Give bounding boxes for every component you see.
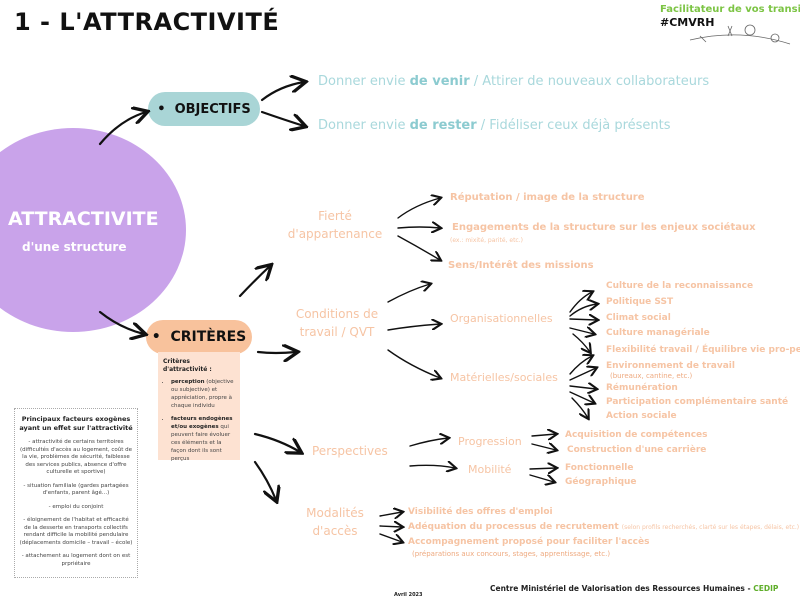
mobilite-item: Géographique bbox=[565, 477, 637, 487]
criteres-box-item: perception (objective ou subjective) et … bbox=[171, 378, 235, 410]
arrow bbox=[569, 319, 597, 320]
exogenes-item: - emploi du conjoint bbox=[48, 503, 104, 510]
conditions-item: Politique SST bbox=[606, 297, 674, 307]
perspectives-label: Perspectives bbox=[312, 444, 388, 458]
criteres-pill: • CRITÈRES bbox=[146, 320, 252, 354]
arrow bbox=[571, 397, 588, 418]
objectif-venir: Donner envie de venir / Attirer de nouve… bbox=[318, 74, 710, 89]
exogenes-item: - attachement au logement dont on est pr… bbox=[21, 553, 131, 567]
arrow bbox=[569, 356, 592, 375]
conditions-item: Flexibilité travail / Équilibre vie pro-… bbox=[606, 345, 800, 355]
materielles-label: Matérielles/sociales bbox=[450, 371, 558, 384]
footer-org: Centre Ministériel de Valorisation des R… bbox=[490, 584, 779, 593]
conditions-item: Action sociale bbox=[606, 411, 677, 421]
conditions-label: Conditions de travail / QVT bbox=[295, 307, 379, 339]
fierte-note: (ex.: mixité, parité, etc.) bbox=[450, 237, 523, 244]
arrow bbox=[397, 227, 440, 228]
fierte-item: Engagements de la structure sur les enje… bbox=[452, 222, 756, 233]
progression-item: Construction d'une carrière bbox=[567, 445, 707, 455]
arrow bbox=[569, 391, 594, 403]
arrow bbox=[569, 292, 592, 313]
arrow bbox=[253, 460, 276, 500]
objectifs-label: OBJECTIFS bbox=[174, 101, 251, 117]
arrow bbox=[379, 512, 402, 516]
arrow bbox=[529, 468, 556, 469]
arrow bbox=[409, 438, 448, 447]
arrow bbox=[238, 266, 270, 298]
arrow bbox=[387, 324, 440, 331]
brand-hashtag: #CMVRH bbox=[660, 16, 714, 29]
arrow bbox=[531, 444, 556, 450]
mobilite-item: Fonctionnelle bbox=[565, 463, 634, 473]
arrow bbox=[260, 82, 304, 102]
organisationnelles-label: Organisationnelles bbox=[450, 312, 553, 325]
objectifs-pill: • OBJECTIFS bbox=[148, 92, 260, 126]
arrow bbox=[260, 110, 304, 126]
center-subtitle: d'une structure bbox=[22, 240, 127, 254]
arrow bbox=[529, 475, 554, 482]
criteres-box: Critères d'attractivité : perception (ob… bbox=[158, 352, 240, 463]
conditions-item: Culture managériale bbox=[606, 328, 710, 338]
conditions-item: Environnement de travail bbox=[606, 361, 735, 371]
conditions-item: Rémunération bbox=[606, 383, 678, 393]
exogenes-item: - situation familiale (gardes partagées … bbox=[23, 482, 129, 497]
attractivite-circle bbox=[0, 128, 186, 332]
exogenes-item: - éloignement de l'habitat et efficacité… bbox=[19, 517, 133, 546]
criteres-label: CRITÈRES bbox=[170, 329, 247, 345]
arrow bbox=[531, 434, 556, 436]
fierte-label: Fierté d'appartenance bbox=[287, 209, 383, 241]
objectif-rester: Donner envie de rester / Fidéliser ceux … bbox=[318, 118, 671, 133]
arrow bbox=[387, 349, 440, 378]
arrow bbox=[387, 284, 430, 303]
arrow bbox=[569, 328, 594, 334]
progression-label: Progression bbox=[458, 435, 522, 448]
arrow bbox=[397, 235, 440, 260]
fierte-item: Réputation / image de la structure bbox=[450, 192, 645, 203]
arrow bbox=[397, 198, 440, 219]
center-title: ATTRACTIVITE bbox=[8, 208, 159, 230]
arrow bbox=[379, 526, 402, 527]
arrow bbox=[569, 304, 597, 317]
exogenes-item: - attractivité de certains territoires (… bbox=[19, 439, 132, 475]
arrow bbox=[572, 333, 590, 352]
conditions-item: Participation complémentaire santé bbox=[606, 397, 789, 407]
hashtag: #CMVRH bbox=[660, 16, 715, 29]
modalites-note: (préparations aux concours, stages, appr… bbox=[412, 550, 611, 558]
env-note: (bureaux, cantine, etc.) bbox=[610, 372, 693, 380]
arrow bbox=[256, 352, 296, 353]
criteres-box-item: facteurs endogènes et/ou exogènes qui pe… bbox=[171, 415, 235, 463]
arrow bbox=[409, 465, 455, 468]
mobilite-label: Mobilité bbox=[468, 463, 512, 476]
exogenes-box: Principaux facteurs exogènes ayant un ef… bbox=[14, 408, 138, 578]
arrow bbox=[569, 368, 596, 381]
modalites-item: Adéquation du processus de recrutement (… bbox=[408, 522, 800, 532]
modalites-item: Accompagnement proposé pour faciliter l'… bbox=[408, 537, 650, 547]
brand-tagline: Facilitateur de vos transitions bbox=[660, 4, 800, 15]
modalites-label: Modalités d'accès bbox=[306, 506, 364, 538]
arrow bbox=[253, 432, 300, 452]
criteres-box-title: Critères d'attractivité : bbox=[163, 358, 212, 373]
arrow bbox=[379, 533, 402, 542]
footer-acronym: CEDIP bbox=[753, 584, 779, 593]
fierte-item: Sens/Intérêt des missions bbox=[448, 260, 594, 271]
progression-item: Acquisition de compétences bbox=[565, 430, 708, 440]
modalites-item: Visibilité des offres d'emploi bbox=[408, 507, 553, 517]
footer-date: Avril 2023 bbox=[394, 592, 423, 598]
exogenes-title: Principaux facteurs exogènes ayant un ef… bbox=[19, 415, 133, 432]
page-title: 1 - L'ATTRACTIVITÉ bbox=[14, 8, 280, 36]
arrow bbox=[569, 386, 596, 389]
conditions-item: Climat social bbox=[606, 313, 671, 323]
conditions-item: Culture de la reconnaissance bbox=[606, 281, 754, 291]
